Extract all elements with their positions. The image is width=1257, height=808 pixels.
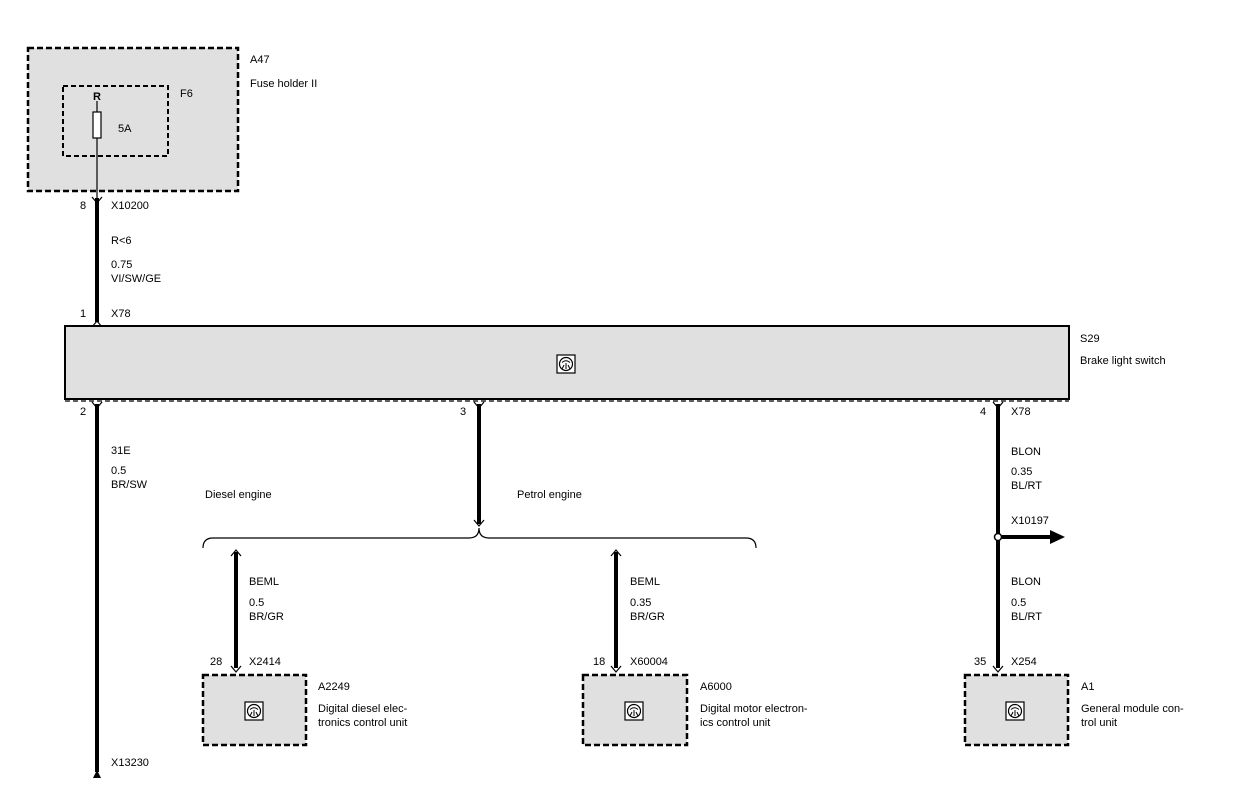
right-gauge-label: 0.35 <box>1011 466 1032 478</box>
variant-petrol-label: Petrol engine <box>517 489 582 501</box>
diesel-connector-label: X2414 <box>249 656 281 668</box>
wire-color-label: VI/SW/GE <box>111 273 161 285</box>
pin-marker <box>230 665 242 673</box>
petrol-connector-label: X60004 <box>630 656 668 668</box>
diesel-unit-id: A2249 <box>318 681 350 693</box>
wire-signal-label: R<6 <box>111 235 132 247</box>
control-unit-icon <box>556 354 576 374</box>
right-signal-label: BLON <box>1011 446 1041 458</box>
petrol-pin-number: 18 <box>593 656 605 668</box>
ground-signal-label: 31E <box>111 445 131 457</box>
pin-marker <box>230 549 242 557</box>
right-gauge-lower-label: 0.5 <box>1011 597 1026 609</box>
pin-top-number: 8 <box>80 200 86 212</box>
right-connector-lower-label: X254 <box>1011 656 1037 668</box>
diesel-color-label: BR/GR <box>249 611 284 623</box>
ground-gauge-label: 0.5 <box>111 465 126 477</box>
splice-connector-label: X10197 <box>1011 515 1049 527</box>
fuse-id: F6 <box>180 88 193 100</box>
right-color-label: BL/RT <box>1011 480 1042 492</box>
diesel-control-unit-box <box>201 673 308 747</box>
ground-connector-label: X13230 <box>111 757 149 769</box>
diesel-unit-name-1: Digital diesel elec- <box>318 703 408 715</box>
right-color-lower-label: BL/RT <box>1011 611 1042 623</box>
pin-marker <box>91 196 103 204</box>
right-signal-lower-label: BLON <box>1011 576 1041 588</box>
diesel-gauge-label: 0.5 <box>249 597 264 609</box>
ground-pin-number: 2 <box>80 406 86 418</box>
right-connector-label: X78 <box>1011 406 1031 418</box>
diesel-pin-number: 28 <box>210 656 222 668</box>
right-pin-lower-number: 35 <box>974 656 986 668</box>
petrol-color-label: BR/GR <box>630 611 665 623</box>
fuse-holder-id: A47 <box>250 54 270 66</box>
general-module-name-2: trol unit <box>1081 717 1117 729</box>
fuse-rating: 5A <box>118 123 132 135</box>
wire-gauge-label: 0.75 <box>111 259 132 271</box>
pin-marker <box>91 401 103 409</box>
petrol-unit-name-1: Digital motor electron- <box>700 703 808 715</box>
switch-id: S29 <box>1080 333 1100 345</box>
fuse-holder-box <box>26 46 240 193</box>
diesel-unit-name-2: tronics control unit <box>318 717 407 729</box>
pin-marker <box>473 401 485 409</box>
petrol-unit-name-2: ics control unit <box>700 717 770 729</box>
control-unit-icon <box>1005 701 1025 721</box>
pin-marker <box>610 665 622 673</box>
ground-terminal-icon <box>93 770 101 778</box>
arrow-right-icon <box>1050 530 1065 544</box>
splice-dot <box>993 532 1003 542</box>
diesel-signal-label: BEML <box>249 576 279 588</box>
fuse-icon <box>92 101 102 198</box>
brace <box>202 527 757 549</box>
control-unit-icon <box>624 701 644 721</box>
connector-bottom-label: X78 <box>111 308 131 320</box>
branch-pin-number: 3 <box>460 406 466 418</box>
pin-bottom-number: 1 <box>80 308 86 320</box>
pin-marker <box>473 519 485 527</box>
pin-marker <box>992 665 1004 673</box>
variant-diesel-label: Diesel engine <box>205 489 272 501</box>
general-module-id: A1 <box>1081 681 1094 693</box>
petrol-unit-id: A6000 <box>700 681 732 693</box>
fuse-holder-name: Fuse holder II <box>250 78 317 90</box>
pin-marker <box>992 401 1004 409</box>
petrol-signal-label: BEML <box>630 576 660 588</box>
switch-name: Brake light switch <box>1080 355 1166 367</box>
pin-marker <box>610 549 622 557</box>
ground-color-label: BR/SW <box>111 479 148 491</box>
connector-top-label: X10200 <box>111 200 149 212</box>
right-pin-number: 4 <box>980 406 986 418</box>
general-module-name-1: General module con- <box>1081 703 1184 715</box>
fuse-f6-box <box>62 85 169 157</box>
petrol-gauge-label: 0.35 <box>630 597 651 609</box>
control-unit-icon <box>244 701 264 721</box>
fuse-letter: R <box>93 91 101 103</box>
